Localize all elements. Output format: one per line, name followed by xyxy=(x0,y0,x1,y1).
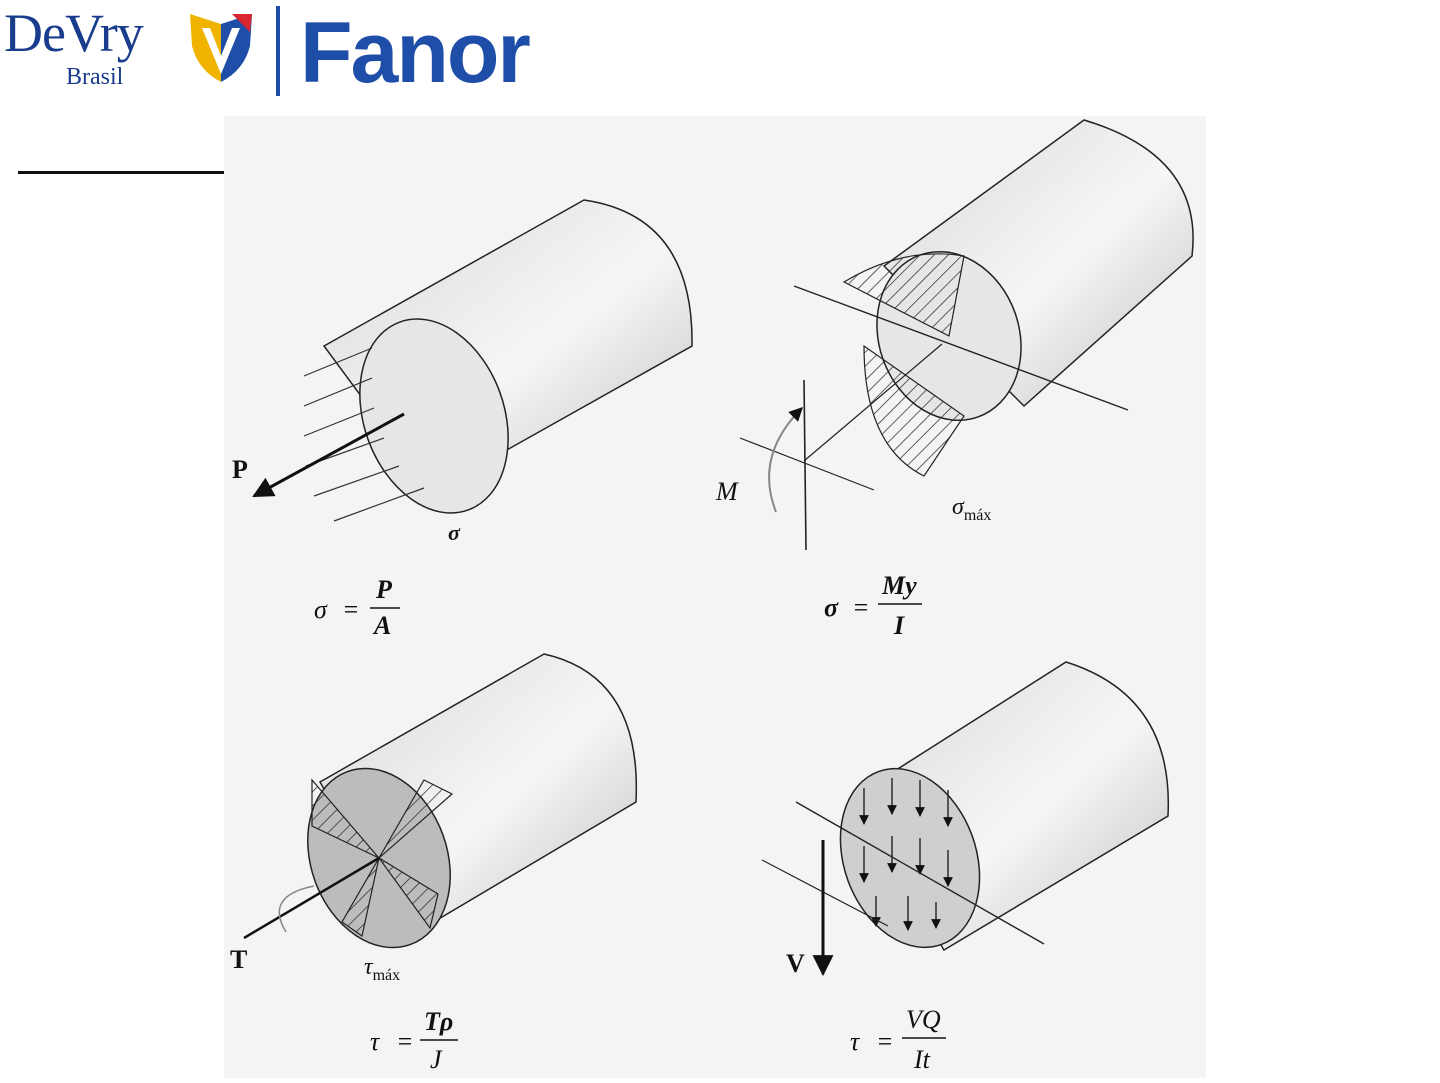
header: DeVry Brasil Fanor xyxy=(0,0,1440,110)
axial-load-diagram: P σ σ = P A xyxy=(232,200,692,640)
torsion-stress-label: τmáx xyxy=(364,954,400,984)
torsion-load-label: T xyxy=(230,945,247,974)
shear-load-label: V xyxy=(786,949,805,978)
svg-text:=: = xyxy=(876,1027,894,1056)
bending-stress-label: σmáx xyxy=(952,494,991,524)
svg-text:τ: τ xyxy=(370,1027,381,1056)
svg-text:=: = xyxy=(852,593,870,622)
svg-text:σ: σ xyxy=(314,595,328,624)
bending-load-label: M xyxy=(715,477,739,506)
shear-diagram: V τ = VQ It xyxy=(762,662,1168,1074)
svg-text:My: My xyxy=(881,571,917,600)
axial-formula: σ = P A xyxy=(314,575,400,640)
svg-text:=: = xyxy=(342,595,360,624)
svg-text:It: It xyxy=(913,1045,931,1074)
svg-text:=: = xyxy=(396,1027,414,1056)
svg-text:A: A xyxy=(372,611,391,640)
bending-formula: σ = My I xyxy=(824,571,922,640)
devry-logo-text: DeVry xyxy=(4,2,143,64)
logo-separator xyxy=(276,6,280,96)
stress-diagrams-figure: P σ σ = P A M σmáx σ = My I xyxy=(224,116,1206,1078)
svg-text:VQ: VQ xyxy=(906,1005,941,1034)
shear-formula: τ = VQ It xyxy=(850,1005,946,1074)
svg-text:J: J xyxy=(430,1045,443,1074)
torsion-formula: τ = Tρ J xyxy=(370,1007,458,1074)
svg-text:I: I xyxy=(893,611,905,640)
shield-logo-icon xyxy=(188,10,254,86)
torsion-diagram: T τmáx τ = Tρ J xyxy=(230,654,636,1074)
bending-vertical-axis xyxy=(804,380,806,550)
axial-load-label: P xyxy=(232,455,248,484)
devry-brasil-text: Brasil xyxy=(66,64,123,91)
svg-text:P: P xyxy=(375,575,393,604)
svg-text:τ: τ xyxy=(850,1027,861,1056)
bending-diagram: M σmáx σ = My I xyxy=(715,120,1193,640)
svg-text:Tρ: Tρ xyxy=(424,1007,453,1036)
svg-text:σ: σ xyxy=(824,593,839,622)
fanor-logo-text: Fanor xyxy=(300,4,529,103)
axial-stress-label: σ xyxy=(448,520,461,545)
